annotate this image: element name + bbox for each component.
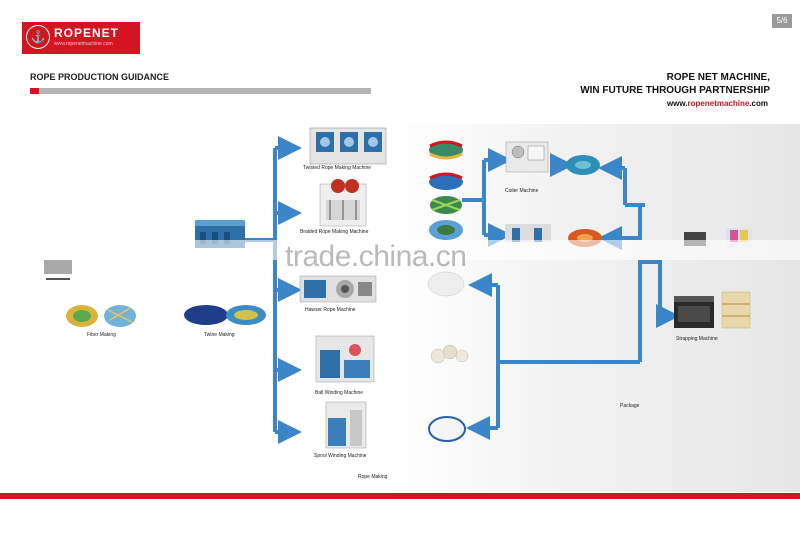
coiler-machine-image bbox=[505, 141, 549, 173]
slogan-line-2: WIN FUTURE THROUGH PARTNERSHIP bbox=[580, 85, 770, 96]
strapped-pallet-image bbox=[721, 291, 751, 329]
title-rule bbox=[39, 88, 371, 94]
slogan-line-1: ROPE NET MACHINE, bbox=[666, 72, 770, 83]
fiber-sample bbox=[66, 305, 136, 327]
brand-logo[interactable]: ⚓ ROPENET www.ropenetmachine.com bbox=[22, 22, 140, 54]
raw-material-caption-bar bbox=[46, 278, 70, 280]
section-title: ROPE PRODUCTION GUIDANCE bbox=[30, 72, 170, 82]
anchor-icon: ⚓ bbox=[26, 25, 50, 49]
connector-arrows bbox=[245, 136, 680, 444]
label-braided-rope-machine: Braided Rope Making Machine bbox=[300, 229, 369, 235]
strapping-machine-image bbox=[674, 296, 714, 328]
spool-winding-machine-image bbox=[325, 401, 367, 449]
slogan-url[interactable]: www.ropenetmachine.com bbox=[667, 99, 768, 108]
rope-samples bbox=[427, 140, 469, 442]
brand-url: www.ropenetmachine.com bbox=[54, 41, 113, 47]
label-strapping-machine: Strapping Machine bbox=[676, 336, 718, 342]
label-twine-making: Twine Making bbox=[204, 332, 235, 338]
watermark-text: trade.china.cn bbox=[285, 240, 467, 273]
twine-sample bbox=[184, 305, 266, 325]
slogan-url-highlight: ropenetmachine bbox=[687, 99, 750, 108]
title-rule-accent bbox=[30, 88, 39, 94]
ball-winding-machine-image bbox=[315, 335, 375, 383]
hawser-rope-machine-image bbox=[299, 275, 377, 303]
label-fiber-making: Fiber Making bbox=[87, 332, 116, 338]
coiler-machine-lower-image bbox=[505, 224, 551, 242]
watermark-band bbox=[190, 240, 800, 260]
stage-rope-making: Rope Making bbox=[358, 474, 388, 480]
footer-bar bbox=[0, 493, 800, 499]
twisted-rope-machine-image bbox=[309, 127, 387, 165]
label-twisted-rope-machine: Twisted Rope Making Machine bbox=[303, 165, 372, 171]
brand-name: ROPENET bbox=[54, 26, 120, 40]
page-number: 5/6 bbox=[772, 14, 792, 28]
label-spool-winding-machine: Spool Winding Machine bbox=[314, 453, 367, 459]
slogan-url-suffix: .com bbox=[749, 99, 768, 108]
label-hawser-rope-machine: Hawser Rope Machine bbox=[305, 307, 356, 313]
label-coiler-machine: Coiler Machine bbox=[505, 188, 539, 194]
braided-rope-machine-image bbox=[319, 179, 367, 227]
slogan-url-prefix: www. bbox=[666, 99, 688, 108]
raw-material-block bbox=[44, 260, 72, 274]
stage-package: Package bbox=[620, 403, 640, 409]
label-ball-winding-machine: Ball Winding Machine bbox=[315, 390, 364, 396]
